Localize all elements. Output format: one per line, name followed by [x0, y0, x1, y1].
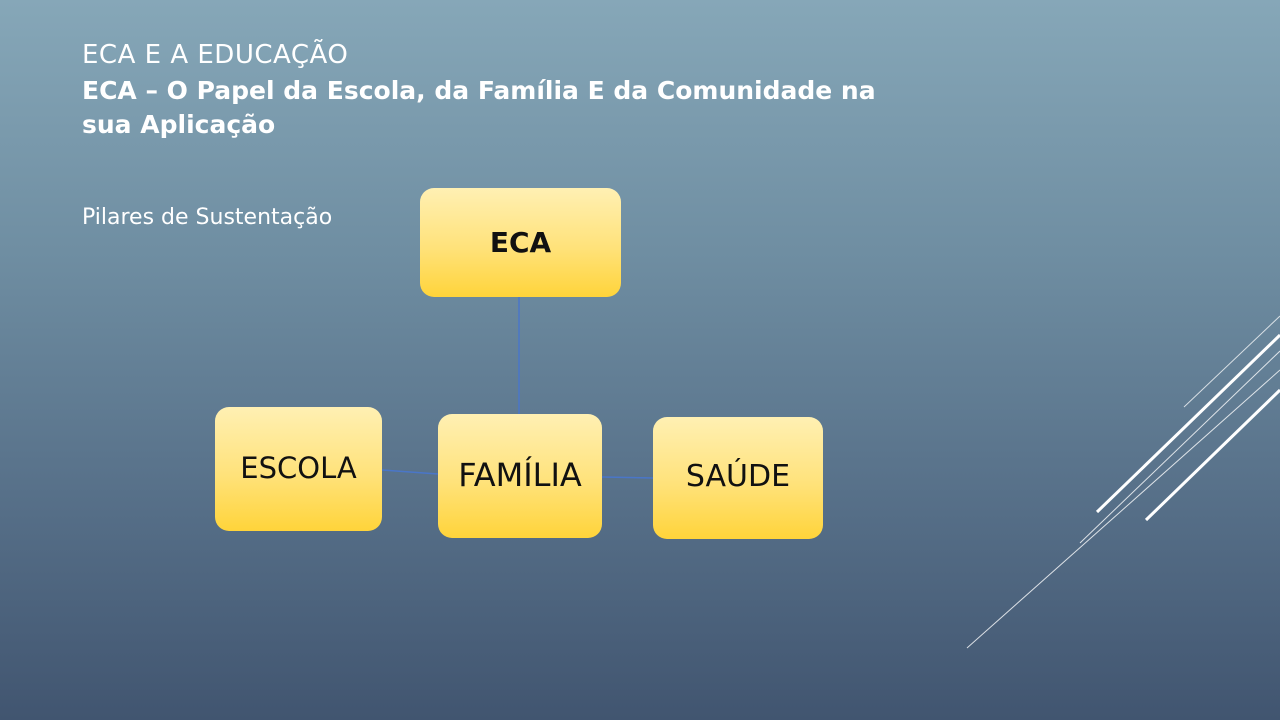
node-eca-label: ECA: [489, 226, 552, 259]
slide-title: ECA E A EDUCAÇÃO: [82, 40, 349, 70]
node-eca: ECA: [420, 188, 621, 297]
slide-title-block: ECA E A EDUCAÇÃO ECA – O Papel da Escola…: [82, 40, 962, 142]
slide-heading: ECA – O Papel da Escola, da Família E da…: [82, 76, 876, 139]
node-escola: ESCOLA: [215, 407, 382, 531]
node-familia-label: FAMÍLIA: [458, 456, 582, 494]
node-familia: FAMÍLIA: [438, 414, 602, 538]
node-saude-label: SAÚDE: [685, 459, 791, 494]
connector-escola-familia: [381, 469, 439, 475]
connector-familia-saude: [601, 476, 654, 479]
node-saude: SAÚDE: [653, 417, 823, 539]
slide-subtitle: Pilares de Sustentação: [82, 205, 333, 230]
node-escola-label: ESCOLA: [240, 451, 357, 485]
